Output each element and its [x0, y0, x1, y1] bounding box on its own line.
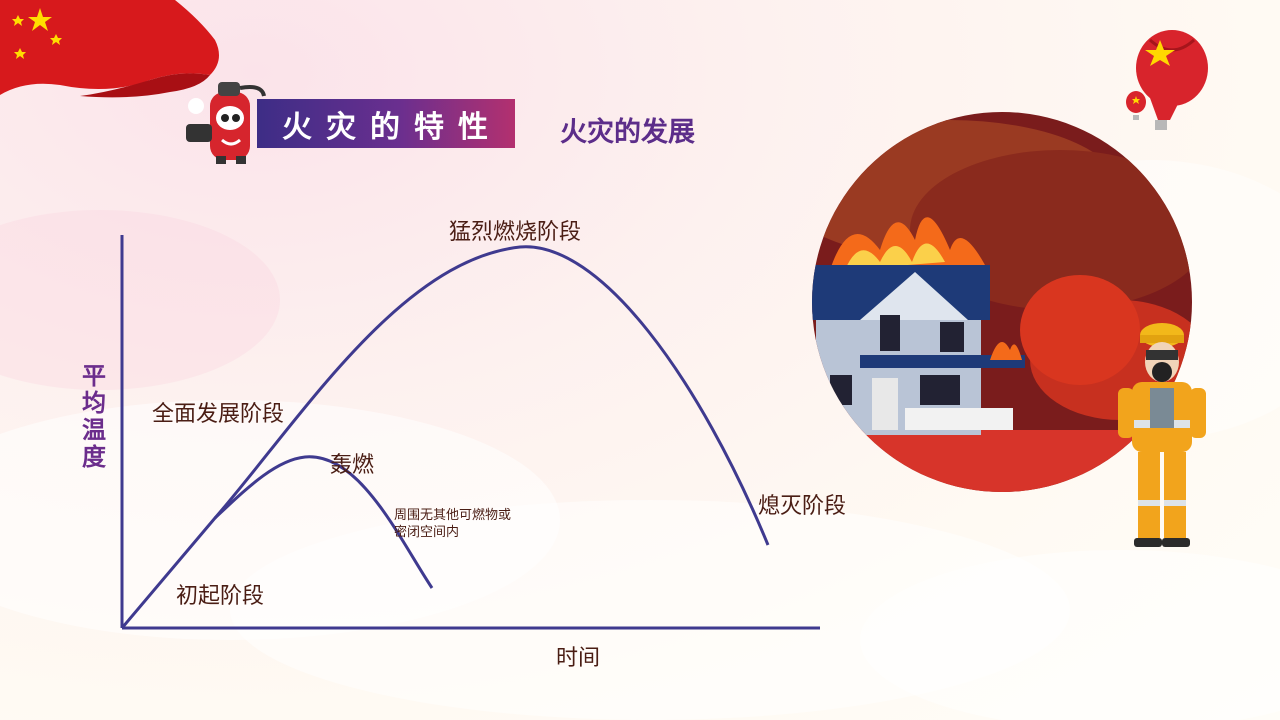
china-flag-icon — [0, 0, 219, 98]
main-fire-curve — [120, 245, 770, 629]
slide-subtitle: 火灾的发展 — [560, 117, 695, 148]
y-axis-label: 平均温度 — [82, 362, 106, 471]
x-axis-label: 时间 — [556, 646, 601, 671]
stage-full-development-label: 全面发展阶段 — [152, 402, 285, 427]
no-fuel-note-label: 周围无其他可燃物或密闭空间内 — [394, 508, 512, 540]
stage-extinction-label: 熄灭阶段 — [758, 494, 847, 519]
stage-initial-label: 初起阶段 — [176, 584, 265, 609]
stage-intense-burning-label: 猛烈燃烧阶段 — [449, 220, 582, 245]
stage-flashover-label: 轰燃 — [330, 453, 375, 478]
flashover-branch-curve — [213, 455, 434, 589]
slide-title: 火灾的特性 — [257, 99, 515, 148]
